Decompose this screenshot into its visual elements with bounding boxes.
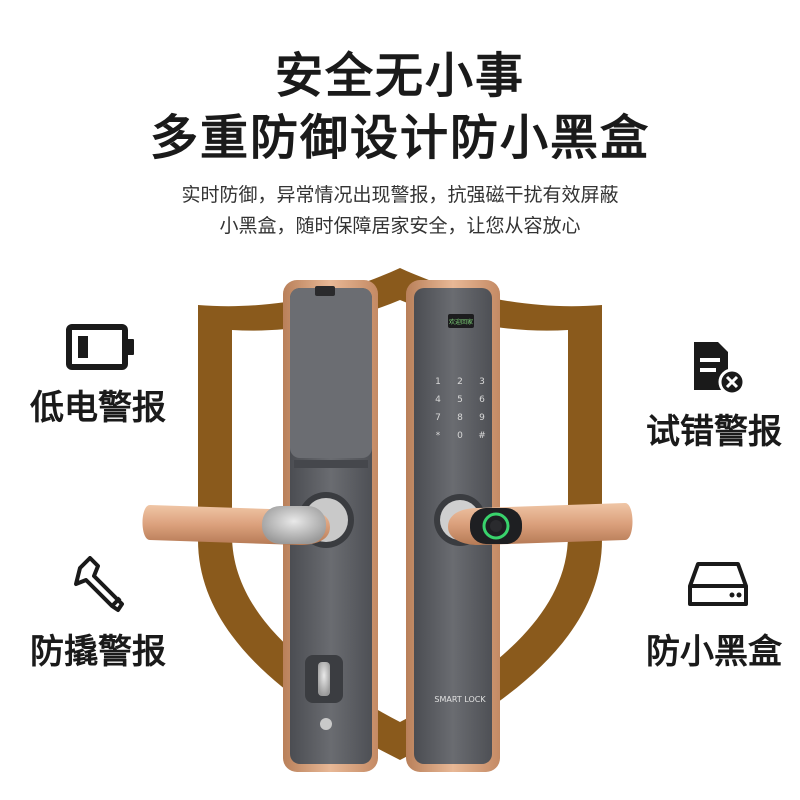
battery-icon (66, 324, 134, 370)
keypad-key[interactable]: * (436, 431, 441, 441)
lock-screen-text: 欢迎回家 (449, 318, 473, 326)
keypad-key[interactable]: 2 (457, 377, 463, 387)
headline-line-2: 多重防御设计防小黑盒 (149, 110, 650, 166)
keypad-key[interactable]: 6 (479, 395, 485, 405)
keypad-key[interactable]: 5 (457, 395, 463, 405)
wrench-icon (74, 556, 124, 612)
keypad-key[interactable]: 7 (435, 413, 441, 423)
headline-line-1: 安全无小事 (274, 48, 525, 104)
keypad-key[interactable]: 0 (457, 431, 463, 441)
keypad-key[interactable]: # (478, 431, 486, 441)
black-box-label: 防小黑盒 (646, 632, 782, 672)
keypad-key[interactable]: 4 (435, 395, 441, 405)
subtitle-line-2: 小黑盒，随时保障居家安全，让您从容放心 (219, 215, 581, 237)
brand-text: SMART LOCK (434, 695, 486, 704)
keypad: 1 2 3 4 5 6 7 8 9 * 0 # (435, 377, 486, 441)
tamper-label: 防撬警报 (30, 632, 166, 672)
keypad-key[interactable]: 1 (435, 377, 441, 387)
black-box-device-icon (688, 562, 748, 606)
low-battery-label: 低电警报 (30, 388, 166, 428)
keypad-key[interactable]: 3 (479, 377, 485, 387)
wrong-try-label: 试错警报 (646, 412, 782, 452)
document-error-icon (694, 342, 746, 396)
lock-front-handle (448, 503, 633, 545)
keypad-key[interactable]: 9 (479, 413, 485, 423)
fingerprint-sensor-icon (482, 512, 510, 540)
lock-screen (448, 314, 474, 328)
keypad-key[interactable]: 8 (457, 413, 463, 423)
lock-back-handle (142, 505, 330, 545)
subtitle-line-1: 实时防御，异常情况出现警报，抗强磁干扰有效屏蔽 (181, 184, 619, 206)
lock-back-panel (283, 280, 378, 772)
